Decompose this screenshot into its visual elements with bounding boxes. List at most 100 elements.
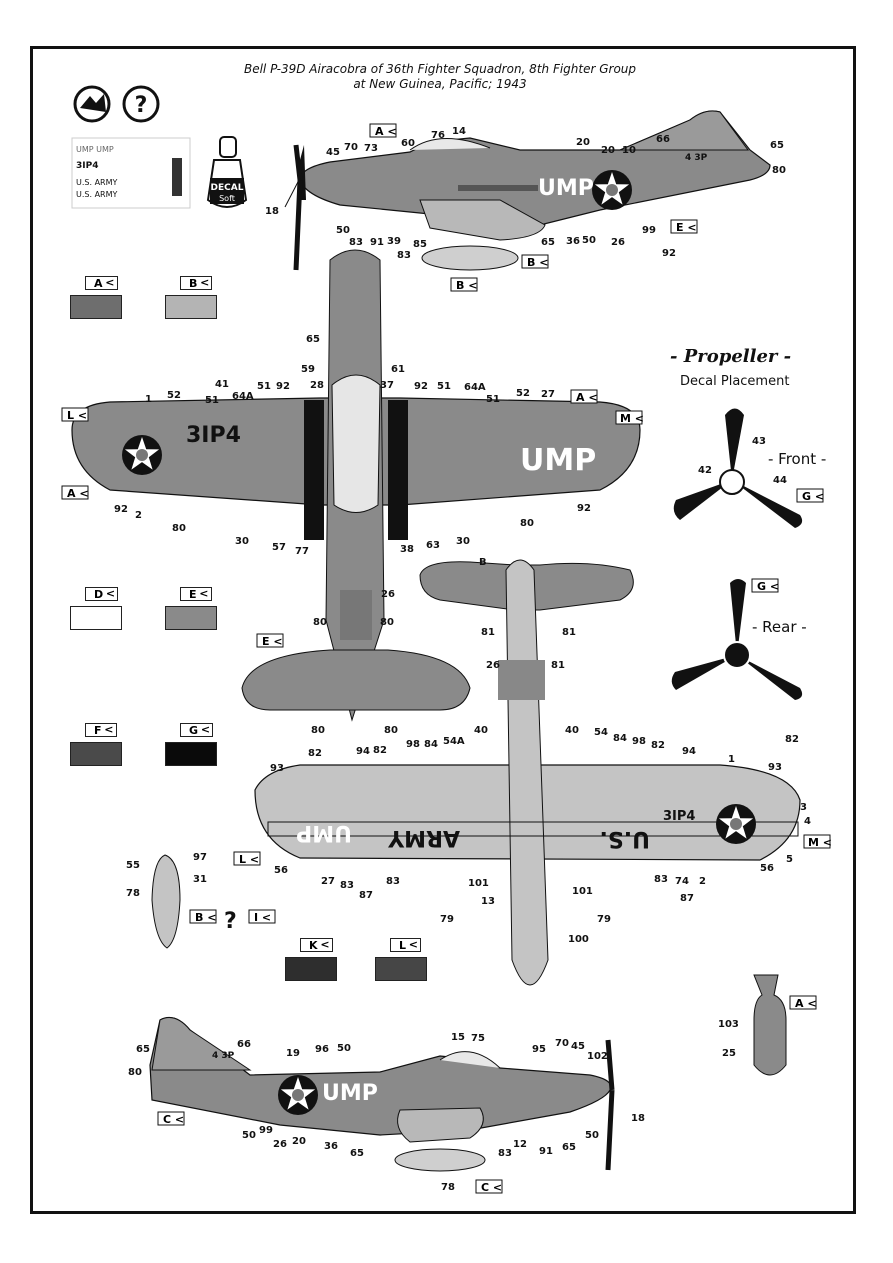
svg-text:A <: A < bbox=[576, 391, 598, 404]
svg-text:66: 66 bbox=[656, 134, 670, 145]
svg-text:42: 42 bbox=[698, 465, 712, 476]
svg-text:92: 92 bbox=[276, 381, 290, 392]
svg-text:20: 20 bbox=[292, 1136, 306, 1147]
svg-text:14: 14 bbox=[452, 126, 466, 137]
svg-text:A <: A < bbox=[795, 997, 817, 1010]
svg-text:78: 78 bbox=[126, 888, 140, 899]
svg-text:80: 80 bbox=[128, 1067, 142, 1078]
svg-text:41: 41 bbox=[215, 379, 229, 390]
title-line-1: Bell P-39D Airacobra of 36th Fighter Squ… bbox=[243, 62, 637, 76]
svg-text:79: 79 bbox=[440, 914, 454, 925]
svg-text:98: 98 bbox=[632, 736, 646, 747]
svg-text:84: 84 bbox=[613, 733, 627, 744]
svg-text:45: 45 bbox=[571, 1041, 585, 1052]
aircraft-side-view-right: UMP 4 3P bbox=[149, 1017, 615, 1172]
svg-text:4: 4 bbox=[804, 816, 811, 827]
svg-text:98: 98 bbox=[406, 739, 420, 750]
underside-callouts: B 81 81 81 26 40 40 82 94 82 98 84 54A 5… bbox=[233, 557, 832, 945]
svg-text:70: 70 bbox=[344, 142, 358, 153]
svg-text:43: 43 bbox=[752, 436, 766, 447]
right-side-callouts: 65 66 80 19 96 50 15 75 95 70 45 102 18 … bbox=[128, 1032, 645, 1194]
svg-text:A <: A < bbox=[375, 125, 397, 138]
svg-text:27: 27 bbox=[321, 876, 335, 887]
svg-text:92: 92 bbox=[414, 381, 428, 392]
svg-text:83: 83 bbox=[498, 1148, 512, 1159]
svg-text:18: 18 bbox=[631, 1113, 645, 1124]
swatch-b bbox=[165, 295, 217, 319]
svg-text:20: 20 bbox=[576, 137, 590, 148]
svg-text:2: 2 bbox=[135, 510, 142, 521]
svg-text:83: 83 bbox=[349, 237, 363, 248]
under-army-marking: ARMY bbox=[387, 825, 460, 850]
page-frame bbox=[30, 46, 856, 1214]
top-view-callouts: 1 52 51 41 64A 51 92 59 28 65 37 61 92 5… bbox=[114, 334, 591, 736]
svg-text:I <: I < bbox=[254, 911, 271, 924]
swatch-d bbox=[70, 606, 122, 630]
svg-text:30: 30 bbox=[456, 536, 470, 547]
svg-text:76: 76 bbox=[431, 130, 445, 141]
ump-marking: UMP bbox=[538, 176, 594, 201]
svg-text:B <: B < bbox=[195, 911, 216, 924]
svg-text:DECAL: DECAL bbox=[211, 183, 244, 193]
svg-text:55: 55 bbox=[126, 860, 140, 871]
svg-text:102: 102 bbox=[587, 1051, 608, 1062]
svg-text:50: 50 bbox=[337, 1043, 351, 1054]
propeller-front-label: - Front - bbox=[768, 450, 827, 468]
svg-text:50: 50 bbox=[582, 235, 596, 246]
svg-text:97: 97 bbox=[193, 852, 207, 863]
svg-text:99: 99 bbox=[642, 225, 656, 236]
svg-text:51: 51 bbox=[486, 394, 500, 405]
svg-text:13: 13 bbox=[481, 896, 495, 907]
svg-text:27: 27 bbox=[541, 389, 555, 400]
svg-text:1: 1 bbox=[728, 754, 735, 765]
svg-text:73: 73 bbox=[364, 143, 378, 154]
svg-text:85: 85 bbox=[413, 239, 427, 250]
svg-text:79: 79 bbox=[597, 914, 611, 925]
swatch-tag-a: A bbox=[85, 276, 118, 290]
svg-text:66: 66 bbox=[237, 1039, 251, 1050]
svg-text:65: 65 bbox=[350, 1148, 364, 1159]
propeller-rear-label: - Rear - bbox=[752, 618, 807, 636]
svg-text:39: 39 bbox=[387, 236, 401, 247]
propeller-subtitle: Decal Placement bbox=[680, 374, 790, 389]
svg-text:92: 92 bbox=[114, 504, 128, 515]
fin-marking: 4 3P bbox=[685, 153, 708, 163]
svg-text:65: 65 bbox=[770, 140, 784, 151]
svg-text:80: 80 bbox=[380, 617, 394, 628]
svg-text:96: 96 bbox=[315, 1044, 329, 1055]
page-title: Bell P-39D Airacobra of 36th Fighter Squ… bbox=[180, 62, 700, 92]
svg-text:80: 80 bbox=[172, 523, 186, 534]
svg-text:56: 56 bbox=[274, 865, 288, 876]
swatch-tag-g: G bbox=[180, 723, 214, 737]
side-view-tags: A < E < B < B < bbox=[369, 123, 698, 292]
under-code-marking: 3IP4 bbox=[663, 809, 695, 824]
top-code-marking: 3IP4 bbox=[186, 423, 241, 448]
svg-text:84: 84 bbox=[424, 739, 438, 750]
svg-text:99: 99 bbox=[259, 1125, 273, 1136]
svg-text:52: 52 bbox=[167, 390, 181, 401]
title-line-2: at New Guinea, Pacific; 1943 bbox=[353, 77, 527, 91]
decal-soft-bottle-icon: DECAL Soft bbox=[206, 136, 248, 208]
svg-text:45: 45 bbox=[326, 147, 340, 158]
svg-text:50: 50 bbox=[242, 1130, 256, 1141]
svg-text:2: 2 bbox=[699, 876, 706, 887]
swatch-tag-b: B bbox=[180, 276, 213, 290]
svg-text:51: 51 bbox=[205, 395, 219, 406]
svg-text:A <: A < bbox=[67, 487, 89, 500]
svg-text:60: 60 bbox=[401, 138, 415, 149]
svg-text:56: 56 bbox=[760, 863, 774, 874]
svg-text:81: 81 bbox=[551, 660, 565, 671]
svg-text:64A: 64A bbox=[464, 382, 486, 393]
swatch-tag-e: E bbox=[180, 587, 212, 601]
propeller-front-view: 43 42 44 G < bbox=[673, 408, 824, 528]
svg-text:101: 101 bbox=[572, 886, 593, 897]
svg-text:100: 100 bbox=[568, 934, 589, 945]
svg-text:78: 78 bbox=[441, 1182, 455, 1193]
svg-text:63: 63 bbox=[426, 540, 440, 551]
svg-text:82: 82 bbox=[373, 745, 387, 756]
svg-text:E <: E < bbox=[676, 221, 697, 234]
svg-text:94: 94 bbox=[682, 746, 696, 757]
svg-text:81: 81 bbox=[481, 627, 495, 638]
svg-text:28: 28 bbox=[310, 380, 324, 391]
